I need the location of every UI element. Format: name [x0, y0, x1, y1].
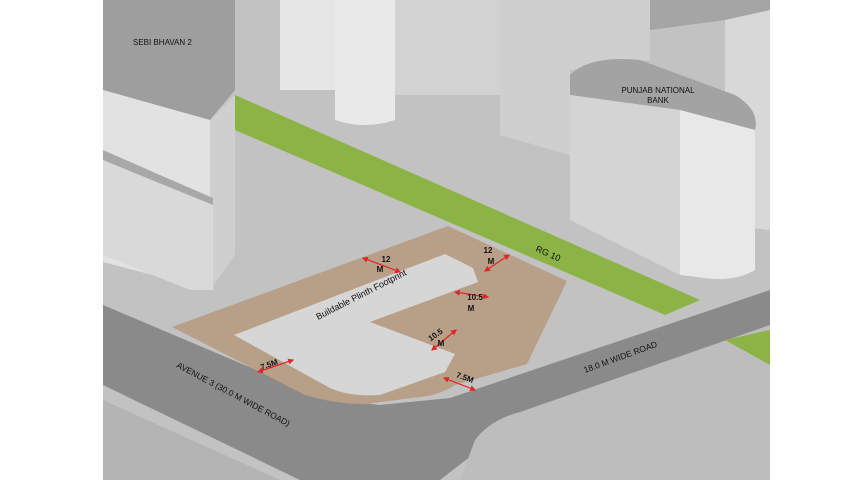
rg-green-strip-east	[725, 330, 770, 365]
dim-label-mid-upper-value: 10.5	[467, 293, 483, 302]
tower-cylinder	[335, 0, 395, 125]
dim-label-top-right-unit: M	[488, 257, 495, 266]
sebi-building-front	[210, 95, 235, 290]
dim-arrow-mid-upper	[453, 289, 490, 300]
sebi-building-top	[103, 0, 235, 120]
rg-green-strip	[235, 95, 700, 315]
right-block-back	[500, 0, 650, 155]
sebi-bhavan-label: SEBI BHAVAN 2	[133, 38, 192, 47]
dim-label-mid-lower-unit: M	[438, 339, 445, 348]
dim-arrow-mid-lower	[431, 329, 457, 351]
sebi-lower-top	[103, 150, 213, 205]
avenue-3-road	[103, 290, 770, 480]
dim-label-mid-upper-unit: M	[468, 304, 475, 313]
dim-label-top-right-value: 12	[484, 246, 493, 255]
pnb-building-side	[570, 95, 680, 275]
buildable-footprint	[234, 254, 478, 396]
lower-left-block	[103, 400, 280, 480]
road-18m-curb	[460, 325, 770, 480]
dim-arrow-bottom-right	[442, 376, 477, 392]
right-block-top	[650, 0, 770, 30]
tower-left	[280, 0, 335, 90]
dim-label-top-left-unit: M	[377, 265, 384, 274]
dim-arrow-top-left	[361, 256, 402, 274]
pnb-building-top	[570, 59, 756, 130]
pnb-label-line1: PUNJAB NATIONAL	[621, 86, 695, 95]
dim-arrow-bottom-left	[256, 358, 295, 374]
dim-label-top-left-value: 12	[382, 255, 391, 264]
sebi-lower-block	[103, 150, 213, 290]
pnb-label-line2: BANK	[647, 96, 669, 105]
tower-right	[395, 0, 500, 95]
dim-arrow-top-right	[484, 254, 510, 272]
pnb-building-front	[680, 110, 755, 279]
